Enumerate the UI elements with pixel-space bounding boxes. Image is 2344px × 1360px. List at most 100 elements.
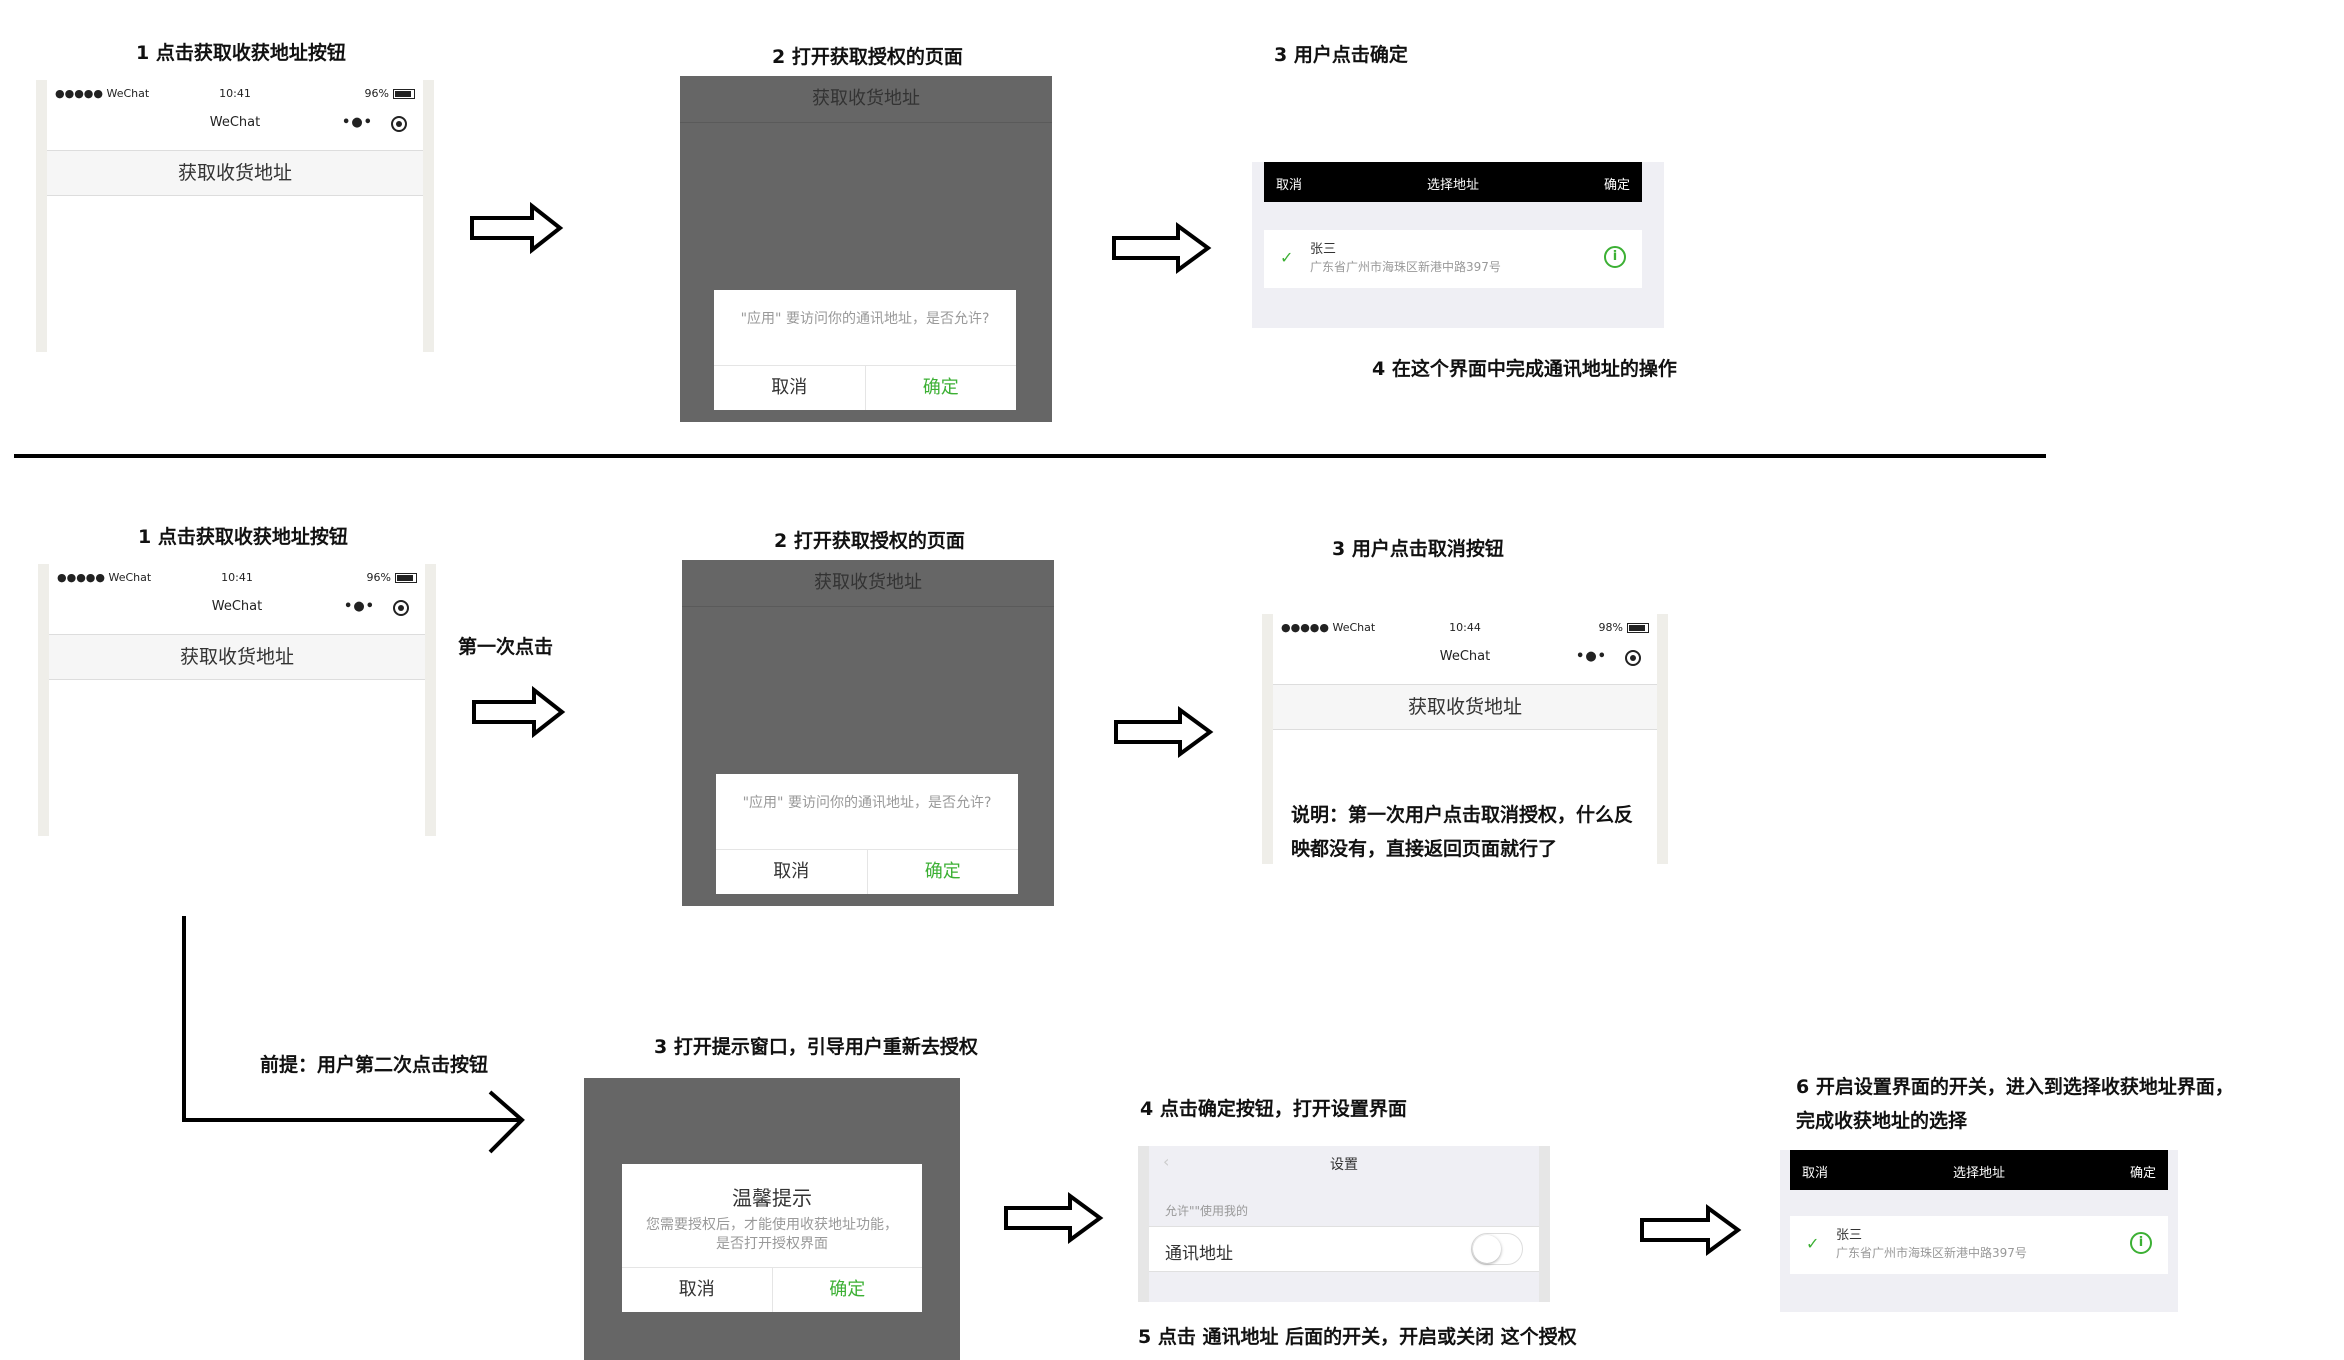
row2-step1-caption: 1 点击获取收获地址按钮 [138,526,348,548]
status-bar: ●●●●● WeChat 10:41 96% [47,84,423,104]
auth-page: 获取收货地址 "应用" 要访问你的通讯地址，是否允许? 取消 确定 [680,76,1052,422]
battery-percent: 96% [364,87,389,100]
clock-label: 10:41 [221,571,253,584]
nav-title: WeChat [209,115,261,130]
flow-arrow-icon [470,201,564,255]
tip-page: 温馨提示 您需要授权后，才能使用收获地址功能，是否打开授权界面 取消 确定 [584,1078,960,1360]
battery-percent: 98% [1598,621,1623,634]
nav-bar: WeChat •●• [47,108,423,138]
address-permission-toggle[interactable] [1471,1233,1523,1265]
picker-confirm-button[interactable]: 确定 [2129,1166,2156,1181]
carrier-label: ●●●●● WeChat [57,571,152,584]
cancel-note: 说明：第一次用户点击取消授权，什么反映都没有，直接返回页面就行了 [1291,804,1634,860]
address-row[interactable]: ✓ 张三 广东省广州市海珠区新港中路397号 i [1264,230,1642,288]
auth-dialog-message: "应用" 要访问你的通讯地址，是否允许? [742,795,992,811]
address-text: 广东省广州市海珠区新港中路397号 [1310,260,1501,274]
flow-arrow-icon [472,685,566,739]
battery: 96% [367,571,417,584]
picker-cancel-button[interactable]: 取消 [1802,1166,1829,1181]
auth-cancel-button[interactable]: 取消 [716,850,868,894]
more-icon[interactable]: •●• [344,599,375,614]
nav-title: WeChat [211,599,263,614]
auth-page-title: 获取收货地址 [680,76,1052,123]
address-permission-cell: 通讯地址 [1149,1226,1539,1272]
settings-title: 设置 [1330,1157,1358,1173]
get-address-button[interactable]: 获取收货地址 [47,150,423,196]
flow-arrow-icon [1112,222,1212,274]
tip-cancel-button[interactable]: 取消 [622,1268,773,1312]
auth-dialog-buttons: 取消 确定 [714,365,1016,410]
battery-icon [395,572,417,583]
status-bar: ●●●●● WeChat 10:44 98% [1273,618,1657,638]
address-name: 张三 [1836,1228,1863,1243]
phone-screen: ●●●●● WeChat 10:41 96% WeChat •●• 获取收货地址 [47,80,423,352]
tip-dialog-title: 温馨提示 [732,1186,812,1210]
nav-bar: WeChat •●• [1273,642,1657,672]
battery: 96% [365,87,415,100]
settings-page: ‹ 设置 允许""使用我的 通讯地址 [1138,1146,1550,1302]
row1-step3-caption: 3 用户点击确定 [1274,44,1408,66]
settings-section-label: 允许""使用我的 [1165,1204,1249,1218]
tip-confirm-button[interactable]: 确定 [829,1279,866,1300]
close-target-icon[interactable] [1625,650,1641,666]
info-icon[interactable]: i [2130,1232,2152,1254]
auth-dialog-message: "应用" 要访问你的通讯地址，是否允许? [740,311,990,327]
battery-icon [393,88,415,99]
tip-dialog-message: 您需要授权后，才能使用收获地址功能，是否打开授权界面 [646,1217,898,1252]
battery: 98% [1599,621,1649,634]
picker-title: 选择地址 [1952,1166,2005,1181]
auth-cancel-button[interactable]: 取消 [714,366,866,410]
clock-label: 10:41 [219,87,251,100]
address-permission-label: 通讯地址 [1165,1244,1233,1264]
flow-arrow-icon [1004,1192,1104,1244]
carrier-label: ●●●●● WeChat [55,87,150,100]
picker-header: 取消 选择地址 确定 [1790,1150,2168,1190]
row3-step3-caption: 3 打开提示窗口，引导用户重新去授权 [654,1036,978,1058]
second-click-arrowhead [488,1090,525,1154]
address-picker: 取消 选择地址 确定 ✓ 张三 广东省广州市海珠区新港中路397号 i [1252,162,1664,328]
status-bar: ●●●●● WeChat 10:41 96% [49,568,425,588]
picker-title: 选择地址 [1426,178,1479,193]
settings-screen: ‹ 设置 允许""使用我的 通讯地址 [1149,1146,1539,1302]
auth-dialog-buttons: 取消 确定 [716,849,1018,894]
wechat-phone-screen: ●●●●● WeChat 10:41 96% WeChat •●• 获取收货地址 [36,80,434,352]
auth-dialog: "应用" 要访问你的通讯地址，是否允许? 取消 确定 [716,774,1018,894]
more-icon[interactable]: •●• [342,115,373,130]
wechat-phone-screen: ●●●●● WeChat 10:41 96% WeChat •●• 获取收货地址 [38,564,436,836]
flow-arrow-icon [1114,706,1214,758]
row1-step1-caption: 1 点击获取收获地址按钮 [136,42,346,64]
auth-confirm-button[interactable]: 确定 [924,861,961,882]
address-row[interactable]: ✓ 张三 广东省广州市海珠区新港中路397号 i [1790,1216,2168,1274]
picker-header: 取消 选择地址 确定 [1264,162,1642,202]
auth-dialog: "应用" 要访问你的通讯地址，是否允许? 取消 确定 [714,290,1016,410]
close-target-icon[interactable] [393,600,409,616]
picker-confirm-button[interactable]: 确定 [1603,178,1630,193]
back-chevron-icon[interactable]: ‹ [1163,1152,1170,1171]
close-target-icon[interactable] [391,116,407,132]
wechat-phone-screen: ●●●●● WeChat 10:44 98% WeChat •●• 获取收货地址… [1262,614,1668,864]
checkmark-icon: ✓ [1280,248,1294,267]
nav-title: WeChat [1439,649,1491,664]
get-address-button[interactable]: 获取收货地址 [49,634,425,680]
clock-label: 10:44 [1449,621,1481,634]
row2-step3-caption: 3 用户点击取消按钮 [1332,538,1504,560]
address-name: 张三 [1310,242,1337,257]
row3-step5-caption: 5 点击 通讯地址 后面的开关，开启或关闭 这个授权 [1138,1326,1577,1348]
tip-dialog-buttons: 取消 确定 [622,1267,922,1312]
carrier-label: ●●●●● WeChat [1281,621,1376,634]
second-click-connector [182,916,520,1122]
get-address-button[interactable]: 获取收货地址 [1273,684,1657,730]
auth-page-title: 获取收货地址 [682,560,1054,607]
row3-step4-caption: 4 点击确定按钮，打开设置界面 [1140,1098,1407,1120]
auth-confirm-button[interactable]: 确定 [922,377,959,398]
checkmark-icon: ✓ [1806,1234,1820,1253]
row1-step2-caption: 2 打开获取授权的页面 [772,46,963,68]
picker-cancel-button[interactable]: 取消 [1276,178,1303,193]
premise-label: 前提：用户第二次点击按钮 [260,1054,489,1076]
info-icon[interactable]: i [1604,246,1626,268]
phone-screen: ●●●●● WeChat 10:44 98% WeChat •●• 获取收货地址… [1273,614,1657,864]
address-picker: 取消 选择地址 确定 ✓ 张三 广东省广州市海珠区新港中路397号 i [1780,1150,2178,1312]
nav-bar: WeChat •●• [49,592,425,622]
more-icon[interactable]: •●• [1576,649,1607,664]
